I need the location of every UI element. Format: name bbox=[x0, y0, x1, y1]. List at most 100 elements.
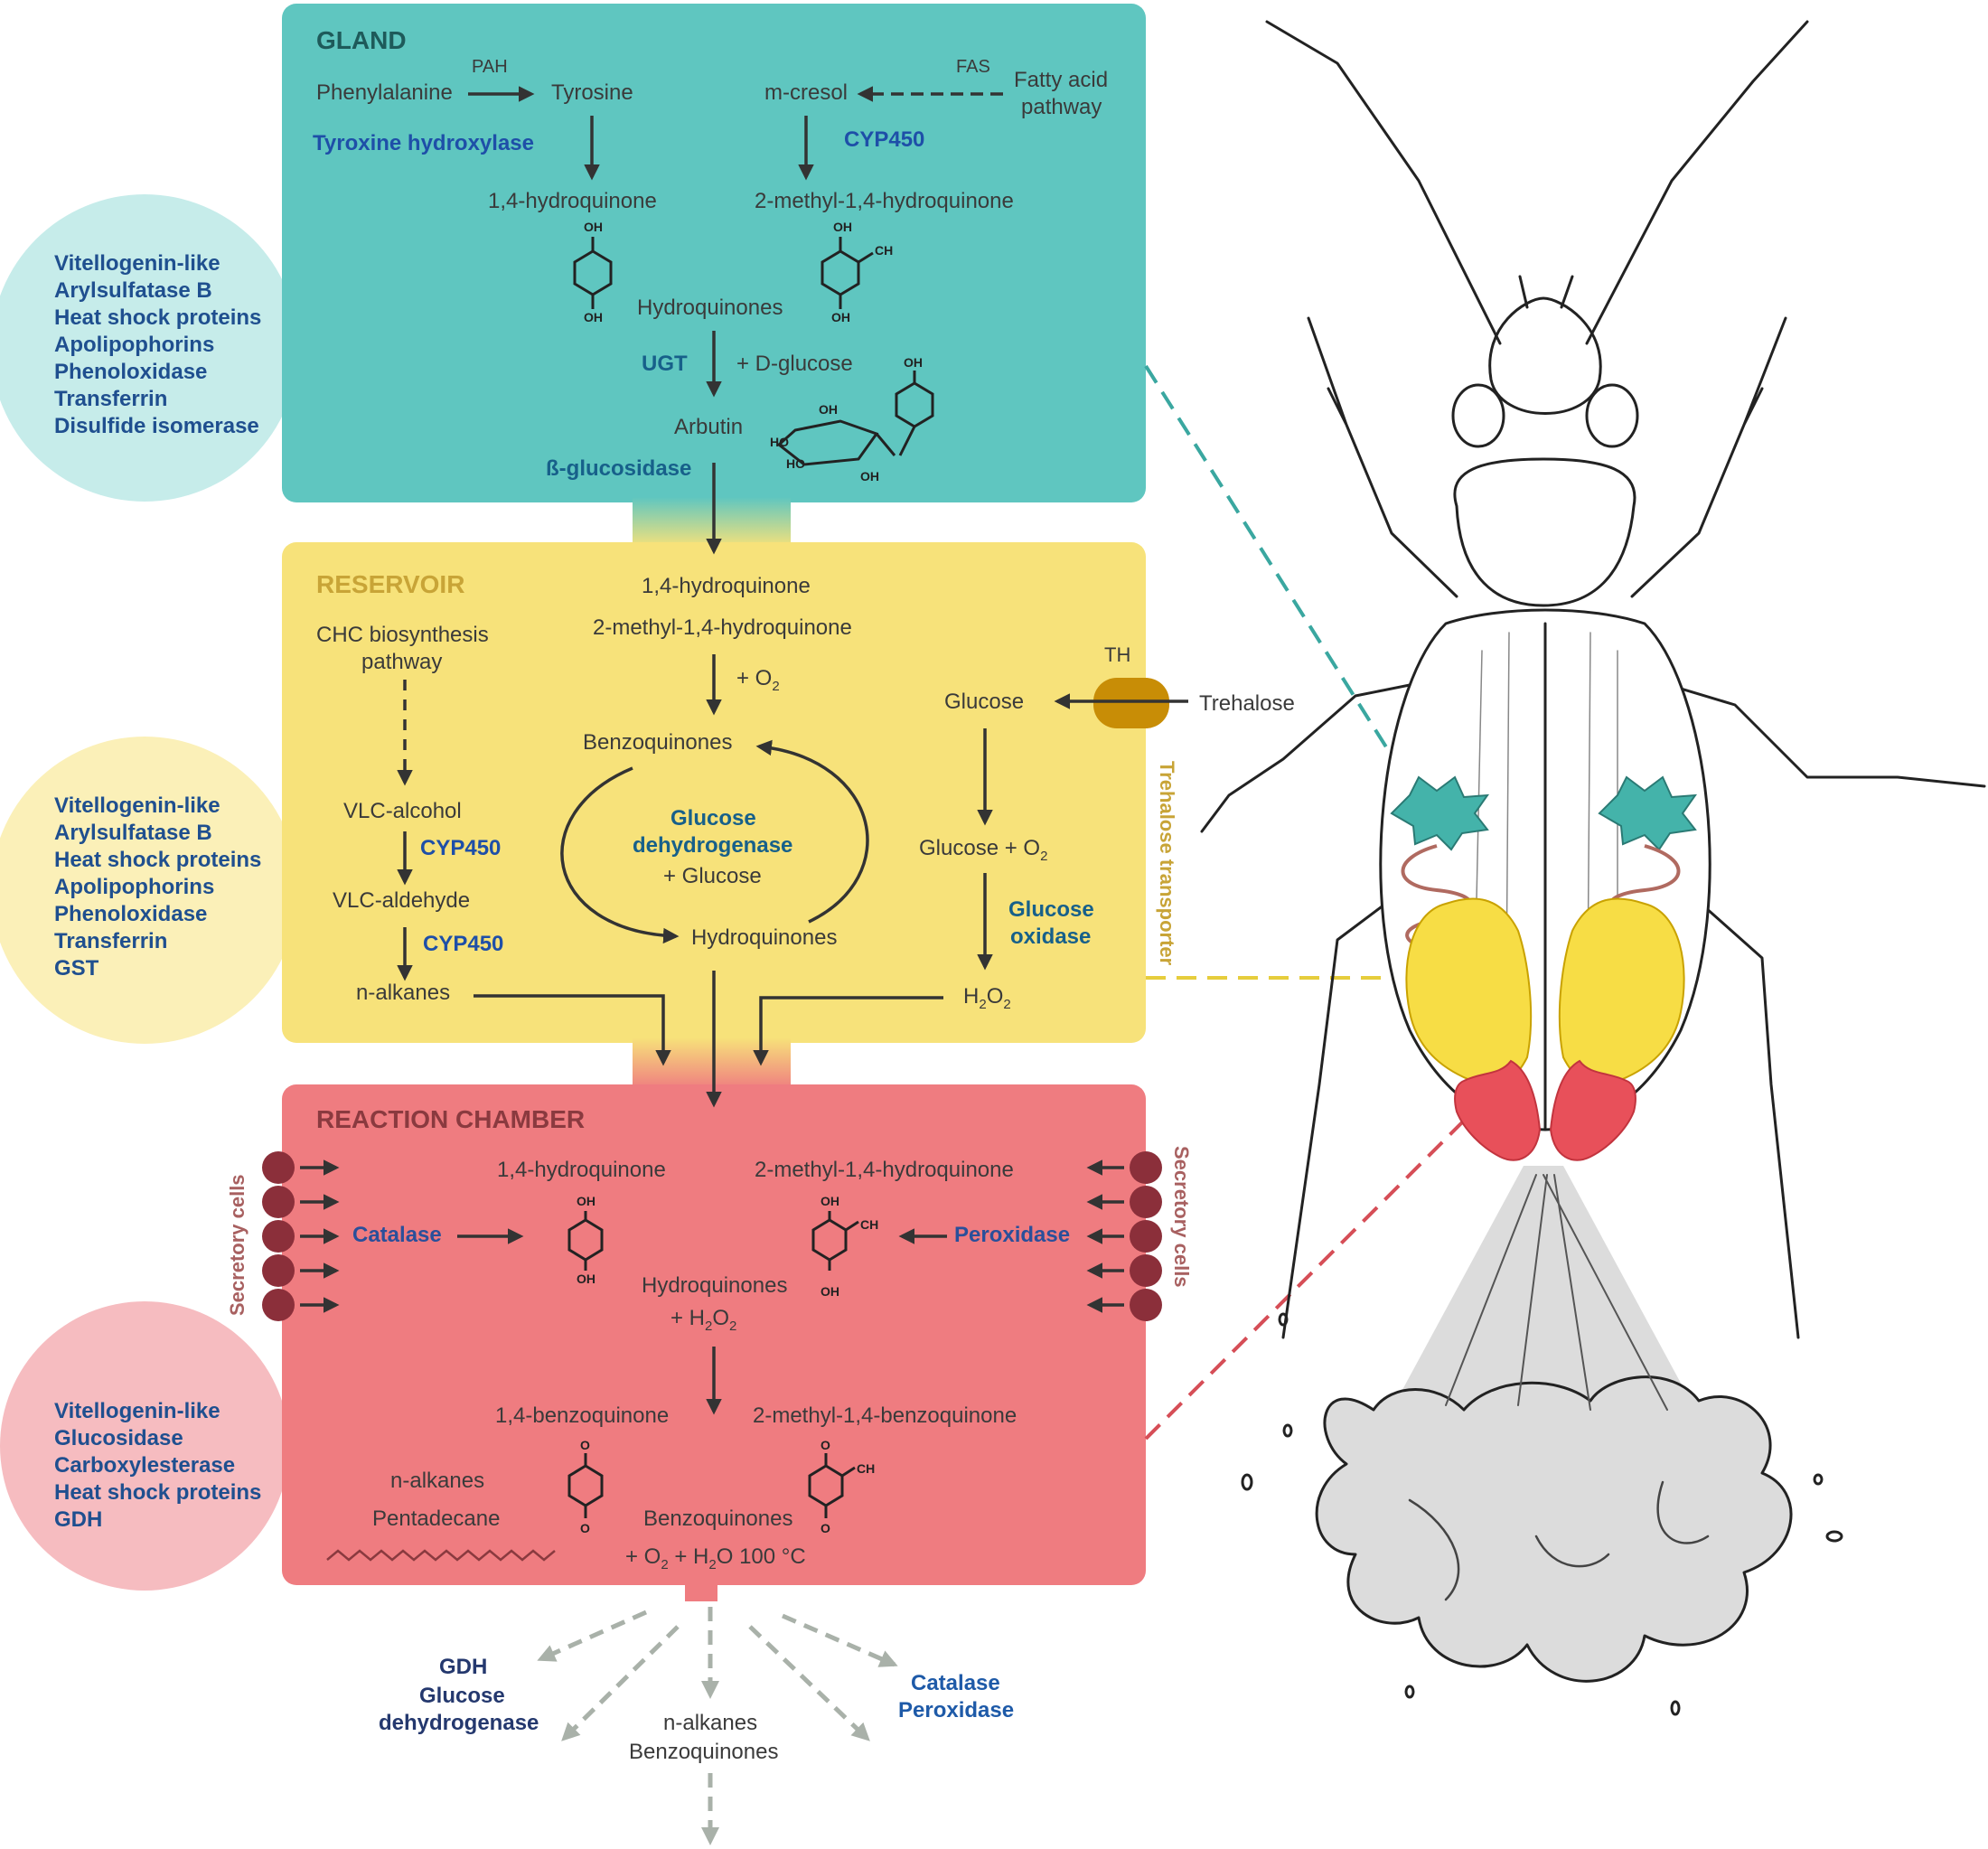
ch3-label: CH bbox=[875, 243, 893, 258]
reservoir-protein-item: Arylsulfatase B bbox=[54, 821, 212, 845]
reservoir-protein-item: Transferrin bbox=[54, 929, 167, 953]
oh-label: OH bbox=[577, 1194, 595, 1208]
h2o2-to-chamber-arrow bbox=[753, 996, 943, 1066]
gland-hq14-label: 1,4-hydroquinone bbox=[488, 189, 657, 213]
reservoir-protein-item: Apolipophorins bbox=[54, 875, 214, 899]
spray-cloud bbox=[1315, 1375, 1793, 1683]
output-glucose-label: Glucose bbox=[419, 1684, 505, 1708]
o-label: O bbox=[821, 1521, 830, 1535]
ho-label: HO bbox=[770, 435, 789, 449]
chamber-protein-item: Heat shock proteins bbox=[54, 1480, 261, 1505]
cyp450-a-label: CYP450 bbox=[420, 836, 501, 860]
oh-label: OH bbox=[584, 310, 603, 324]
reservoir-n-alkanes-label: n-alkanes bbox=[356, 981, 450, 1005]
fatty-acid-label: Fatty acid bbox=[1014, 68, 1108, 92]
fas-label: FAS bbox=[956, 57, 990, 77]
phenylalanine-label: Phenylalanine bbox=[316, 80, 453, 105]
oh-label: OH bbox=[860, 469, 879, 483]
reservoir-benzoquinones-label: Benzoquinones bbox=[583, 730, 732, 755]
gland-protein-item: Transferrin bbox=[54, 387, 167, 411]
cyp450-b-label: CYP450 bbox=[423, 932, 503, 956]
reservoir-protein-item: GST bbox=[54, 956, 99, 981]
right-gland-tuft bbox=[1598, 775, 1698, 851]
reservoir-protein-item: Vitellogenin-like bbox=[54, 793, 220, 818]
left-reaction-chamber bbox=[1454, 1059, 1542, 1161]
secretory-cells-left-label: Secretory cells bbox=[226, 1174, 248, 1316]
glucose-oxidase-label-1: Glucose bbox=[1008, 897, 1094, 922]
oh-label: OH bbox=[833, 220, 852, 234]
secretory-cells-right-label: Secretory cells bbox=[1170, 1146, 1193, 1288]
oh-label: OH bbox=[584, 220, 603, 234]
d-glucose-label: + D-glucose bbox=[736, 352, 853, 376]
glucose-o2-label: Glucose + O2 bbox=[919, 836, 1047, 864]
trehalose-label: Trehalose bbox=[1199, 691, 1295, 716]
reservoir-box bbox=[282, 542, 1146, 1043]
o-label: O bbox=[821, 1438, 830, 1452]
gland-protein-item: Arylsulfatase B bbox=[54, 278, 212, 303]
gland-protein-item: Apolipophorins bbox=[54, 333, 214, 357]
methyl-bq-label: 2-methyl-1,4-benzoquinone bbox=[753, 1403, 1017, 1428]
chamber-hydroquinone-structure-icon: OH OH bbox=[567, 1194, 604, 1286]
o2-label: + O2 bbox=[736, 666, 780, 694]
trehalose-transporter-icon bbox=[1093, 678, 1169, 728]
gland-methyl-hq-label: 2-methyl-1,4-hydroquinone bbox=[755, 189, 1014, 213]
cycle-right-arrow bbox=[755, 739, 869, 924]
chamber-benzoquinones-label: Benzoquinones bbox=[643, 1506, 792, 1531]
arbutin-label: Arbutin bbox=[674, 415, 743, 439]
output-benzoquinones-label: Benzoquinones bbox=[629, 1740, 778, 1764]
gland-connector-line bbox=[1144, 364, 1424, 806]
output-gdh-label: GDH bbox=[439, 1655, 487, 1679]
gland-reservoir-connector bbox=[633, 497, 791, 548]
glucose-oxidase-label-2: oxidase bbox=[1010, 924, 1091, 949]
gland-content: GLAND PAH FAS Phenylalanine Tyrosine m-c… bbox=[313, 26, 1108, 555]
m-cresol-label: m-cresol bbox=[764, 80, 848, 105]
o-label: O bbox=[580, 1438, 590, 1452]
gland-protein-list: Vitellogenin-like Arylsulfatase B Heat s… bbox=[54, 251, 261, 438]
gland-box bbox=[282, 4, 1146, 502]
gland-protein-item: Vitellogenin-like bbox=[54, 251, 220, 276]
right-reaction-chamber bbox=[1549, 1059, 1636, 1161]
gland-protein-item: Heat shock proteins bbox=[54, 305, 261, 330]
reservoir-protein-item: Heat shock proteins bbox=[54, 848, 261, 872]
reservoir-protein-list: Vitellogenin-like Arylsulfatase B Heat s… bbox=[54, 793, 261, 981]
gland-title: GLAND bbox=[316, 26, 407, 54]
bq14-label: 1,4-benzoquinone bbox=[495, 1403, 669, 1428]
reservoir-hydroquinones-label: Hydroquinones bbox=[691, 925, 837, 950]
oh-label: OH bbox=[904, 355, 923, 370]
chamber-n-alkanes-label: n-alkanes bbox=[390, 1469, 484, 1493]
oh-label: OH bbox=[577, 1272, 595, 1286]
fatty-acid-pathway-label: pathway bbox=[1021, 95, 1102, 119]
gland-protein-item: Phenoloxidase bbox=[54, 360, 207, 384]
output-n-alkanes-label: n-alkanes bbox=[663, 1711, 757, 1735]
glucose-dh-label-1: Glucose bbox=[670, 806, 756, 831]
th-label: TH bbox=[1104, 643, 1130, 666]
vlc-alcohol-label: VLC-alcohol bbox=[343, 799, 462, 823]
chamber-hydroquinones-label: Hydroquinones bbox=[642, 1273, 787, 1298]
reservoir-title: RESERVOIR bbox=[316, 570, 464, 598]
peroxidase-label: Peroxidase bbox=[954, 1223, 1070, 1247]
reaction-chamber-title: REACTION CHAMBER bbox=[316, 1105, 585, 1133]
chamber-protein-item: Carboxylesterase bbox=[54, 1453, 235, 1478]
vlc-aldehyde-label: VLC-aldehyde bbox=[333, 888, 470, 913]
chamber-outlet bbox=[685, 1582, 717, 1601]
pah-label: PAH bbox=[472, 57, 508, 77]
reaction-chamber-content: REACTION CHAMBER Secretory cells bbox=[226, 1105, 1193, 1572]
output-peroxidase-label: Peroxidase bbox=[898, 1698, 1014, 1722]
methyl-benzoquinone-structure-icon: O CH O bbox=[808, 1438, 875, 1535]
pentadecane-chain-icon bbox=[326, 1549, 556, 1562]
reaction-chamber-box bbox=[282, 1084, 1146, 1585]
chamber-protein-circle bbox=[0, 1301, 289, 1591]
left-secretory-cells bbox=[262, 1151, 340, 1321]
ugt-label: UGT bbox=[642, 352, 688, 376]
methyl-hydroquinone-structure-icon: OH CH OH bbox=[821, 220, 893, 324]
right-secretory-cells bbox=[1086, 1151, 1162, 1321]
chc-label: CHC biosynthesis bbox=[316, 623, 489, 647]
reservoir-methyl-hq-label: 2-methyl-1,4-hydroquinone bbox=[593, 615, 852, 640]
beta-glucosidase-label: ß-glucosidase bbox=[546, 456, 691, 481]
hydroquinone-structure-icon: OH OH bbox=[573, 220, 613, 324]
chc-pathway-label: pathway bbox=[361, 650, 442, 674]
reservoir-content: RESERVOIR 1,4-hydroquinone 2-methyl-1,4-… bbox=[316, 570, 1295, 1108]
o-label: O bbox=[580, 1521, 590, 1535]
chamber-protein-item: Vitellogenin-like bbox=[54, 1399, 220, 1423]
